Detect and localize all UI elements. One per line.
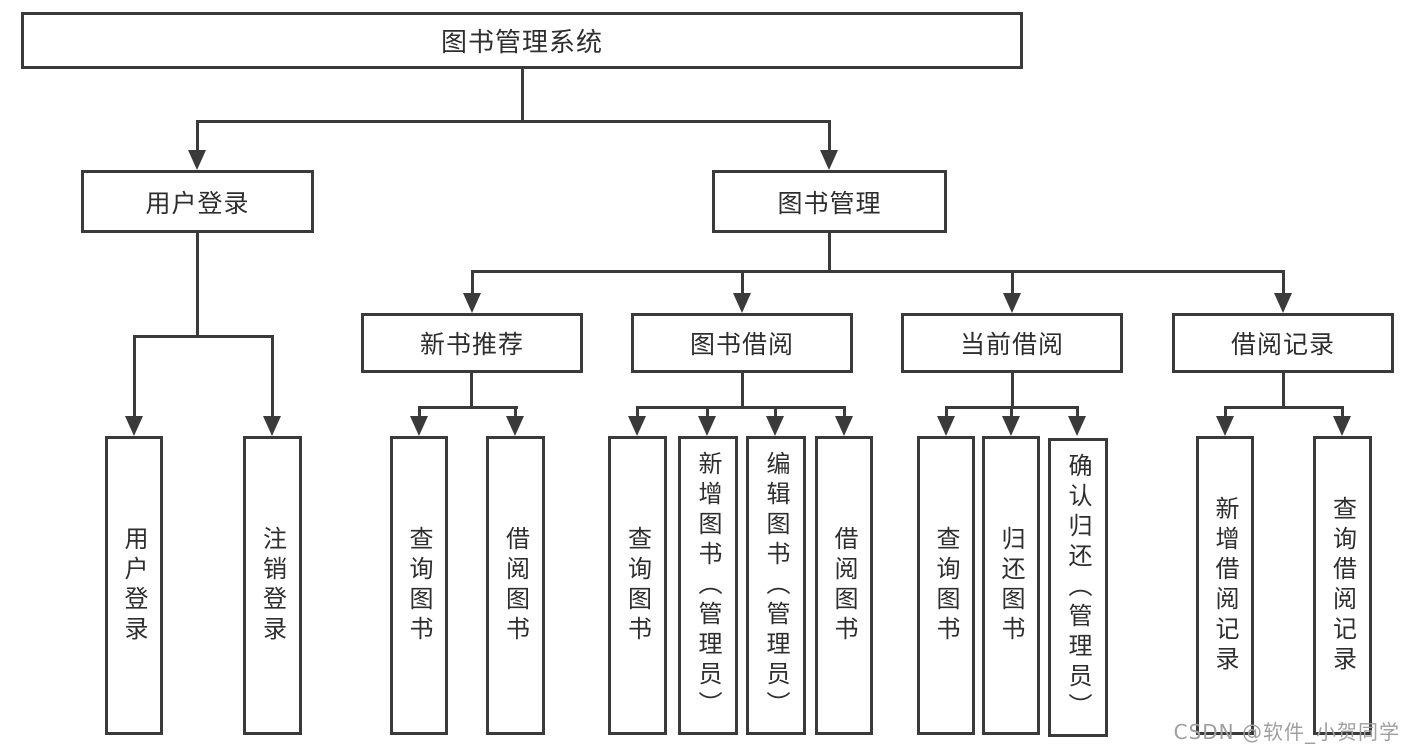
- csdn-watermark: CSDN @软件_小贺同学: [1173, 720, 1400, 744]
- connector-g3-drop-3: [1076, 406, 1079, 420]
- node-leaf-confirm-return-admin: 确认归还（管理员）: [1048, 438, 1108, 737]
- node-label: 借阅图书: [501, 525, 530, 646]
- node-leaf-edit-books-admin: 编辑图书（管理员）: [746, 436, 806, 735]
- node-label: 借阅记录: [1230, 330, 1335, 359]
- connector-l2-rail: [196, 120, 831, 123]
- node-book-management-label: 图书管理: [777, 188, 882, 218]
- arrow-down-icon: [835, 416, 853, 436]
- node-user-login: 用户登录: [81, 170, 314, 233]
- arrow-down-icon: [1216, 416, 1234, 436]
- connector-g4-drop-1: [1224, 406, 1227, 420]
- arrow-down-icon: [188, 150, 206, 170]
- connector-g4-drop-2: [1341, 406, 1344, 420]
- node-label: 查询图书: [932, 525, 960, 646]
- node-label: 编辑图书（管理员）: [762, 450, 790, 721]
- node-label: 归还图书: [997, 525, 1025, 646]
- arrow-down-icon: [263, 416, 281, 436]
- node-leaf-return-books: 归还图书: [982, 436, 1040, 735]
- connector-root-stem: [521, 68, 524, 122]
- node-leaf-query-books-3: 查询图书: [917, 436, 975, 735]
- arrow-down-icon: [1003, 293, 1021, 313]
- node-leaf-query-books-2: 查询图书: [608, 436, 667, 735]
- connector-userlogin-drop-1: [133, 335, 136, 420]
- connector-g1-drop-1: [418, 406, 421, 420]
- node-book-borrowing: 图书借阅: [631, 313, 853, 373]
- node-label: 新增借阅记录: [1211, 495, 1239, 676]
- connector-l3-drop-1: [471, 270, 474, 297]
- node-root: 图书管理系统: [21, 12, 1023, 69]
- arrow-down-icon: [628, 416, 646, 436]
- node-leaf-borrow-books-1: 借阅图书: [486, 436, 545, 735]
- arrow-down-icon: [733, 293, 751, 313]
- node-borrowing-records: 借阅记录: [1172, 313, 1394, 373]
- node-book-management: 图书管理: [712, 170, 947, 233]
- node-label: 新增图书（管理员）: [694, 450, 722, 721]
- connector-g2-rail: [636, 406, 846, 409]
- node-leaf-add-borrow-record: 新增借阅记录: [1196, 436, 1254, 735]
- arrow-down-icon: [698, 416, 716, 436]
- connector-userlogin-drop-2: [271, 335, 274, 420]
- node-root-label: 图书管理系统: [440, 28, 603, 58]
- arrow-down-icon: [937, 416, 955, 436]
- connector-g2-stem: [741, 371, 744, 408]
- connector-g3-drop-1: [945, 406, 948, 420]
- node-leaf-borrow-books-2: 借阅图书: [815, 436, 873, 735]
- node-leaf-add-books-admin: 新增图书（管理员）: [678, 436, 738, 735]
- connector-l2-drop-2: [828, 120, 831, 154]
- connector-g3-drop-2: [1010, 406, 1013, 420]
- connector-l3-drop-4: [1282, 270, 1285, 297]
- node-label: 借阅图书: [830, 525, 858, 646]
- connector-g2-drop-2: [706, 406, 709, 420]
- arrow-down-icon: [1068, 416, 1086, 436]
- node-label: 图书借阅: [689, 330, 794, 359]
- node-label: 查询图书: [623, 525, 652, 646]
- node-label: 确认归还（管理员）: [1064, 452, 1092, 723]
- node-leaf-query-books-1: 查询图书: [390, 436, 448, 735]
- node-label: 查询借阅记录: [1328, 495, 1357, 676]
- connector-g2-drop-4: [843, 406, 846, 420]
- connector-g4-rail: [1224, 406, 1344, 409]
- connector-g4-stem: [1282, 371, 1285, 408]
- arrow-down-icon: [410, 416, 428, 436]
- connector-g2-drop-3: [774, 406, 777, 420]
- node-label: 新书推荐: [419, 330, 524, 359]
- node-label: 注销登录: [258, 525, 287, 646]
- connector-g1-stem: [470, 371, 473, 408]
- arrow-down-icon: [1333, 416, 1351, 436]
- node-label: 用户登录: [120, 525, 148, 646]
- arrow-down-icon: [463, 293, 481, 313]
- node-current-borrowing: 当前借阅: [901, 313, 1123, 373]
- connector-bookmgmt-stem: [828, 231, 831, 272]
- node-leaf-user-login: 用户登录: [105, 436, 163, 735]
- arrow-down-icon: [1274, 293, 1292, 313]
- node-label: 查询图书: [405, 525, 433, 646]
- arrow-down-icon: [506, 416, 524, 436]
- arrow-down-icon: [766, 416, 784, 436]
- node-label: 当前借阅: [959, 330, 1064, 359]
- connector-g2-drop-1: [636, 406, 639, 420]
- connector-userlogin-stem: [196, 231, 199, 337]
- node-leaf-logout: 注销登录: [243, 436, 302, 735]
- connector-l2-drop-1: [196, 120, 199, 154]
- arrow-down-icon: [125, 416, 143, 436]
- arrow-down-icon: [1002, 416, 1020, 436]
- connector-g1-drop-2: [514, 406, 517, 420]
- node-user-login-label: 用户登录: [145, 188, 250, 218]
- connector-g3-stem: [1011, 371, 1014, 408]
- connector-l3-rail: [471, 270, 1285, 273]
- node-new-book-recommend: 新书推荐: [361, 313, 583, 373]
- node-leaf-query-borrow-record: 查询借阅记录: [1313, 436, 1372, 735]
- connector-g1-rail: [418, 406, 518, 409]
- connector-l3-drop-3: [1011, 270, 1014, 297]
- connector-userlogin-rail: [133, 335, 274, 338]
- connector-l3-drop-2: [741, 270, 744, 297]
- arrow-down-icon: [820, 150, 838, 170]
